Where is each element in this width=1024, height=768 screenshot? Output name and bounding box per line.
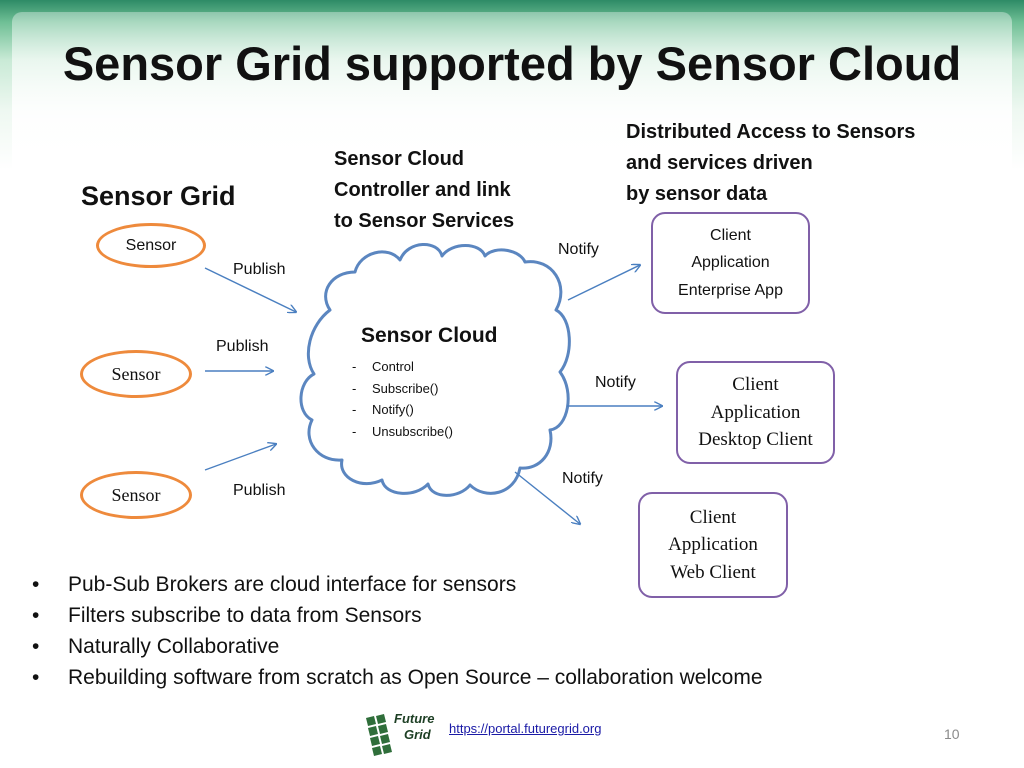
page-number: 10 [944, 726, 960, 742]
cloud-operation: Unsubscribe() [352, 421, 453, 443]
notify-label-1: Notify [558, 241, 599, 258]
slide-title: Sensor Grid supported by Sensor Cloud [62, 37, 962, 90]
logo-text-line1: Future [394, 711, 434, 726]
futuregrid-logo: Future Grid [366, 711, 434, 756]
publish-label-1: Publish [233, 261, 286, 278]
client-line: Application [691, 254, 770, 272]
bullet-list: Pub-Sub Brokers are cloud interface for … [30, 569, 763, 693]
bullet-item: Filters subscribe to data from Sensors [30, 600, 763, 631]
sensor-node-2: Sensor [80, 350, 192, 398]
client-line: Application [710, 401, 801, 423]
sensor-node-3: Sensor [80, 471, 192, 519]
distributed-access-line: and services driven [626, 152, 813, 174]
cloud-operation: Notify() [352, 399, 453, 421]
sensor-cloud-title: Sensor Cloud [361, 324, 498, 347]
bullet-item: Rebuilding software from scratch as Open… [30, 662, 763, 693]
cloud-controller-line: Controller and link [334, 179, 511, 201]
distributed-access-heading: Distributed Access to Sensors and servic… [626, 117, 966, 210]
client-line: Enterprise App [678, 281, 783, 299]
notify-label-3: Notify [562, 470, 603, 487]
logo-text-line2: Grid [404, 727, 432, 742]
publish-arrow-3 [204, 444, 276, 471]
distributed-access-line: by sensor data [626, 183, 768, 205]
notify-label-2: Notify [595, 374, 636, 391]
client-line: Desktop Client [698, 429, 813, 451]
cloud-operation: Control [352, 356, 453, 378]
client-line: Client [710, 226, 751, 244]
notify-arrow-1 [567, 265, 640, 301]
cloud-operation: Subscribe() [352, 378, 453, 400]
distributed-access-line: Distributed Access to Sensors [626, 121, 916, 143]
sensor-node-1: Sensor [96, 223, 206, 268]
publish-label-3: Publish [233, 482, 286, 499]
portal-link[interactable]: https://portal.futuregrid.org [449, 721, 602, 736]
publish-arrow-1 [204, 267, 296, 312]
cloud-controller-heading: Sensor Cloud Controller and link to Sens… [334, 144, 554, 237]
client-line: Application [668, 534, 758, 556]
publish-label-2: Publish [216, 338, 269, 355]
bullet-item: Pub-Sub Brokers are cloud interface for … [30, 569, 763, 600]
cloud-operations-list: Control Subscribe() Notify() Unsubscribe… [352, 356, 453, 442]
client-enterprise-app: Client Application Enterprise App [651, 212, 810, 314]
client-line: Client [689, 506, 737, 528]
notify-arrow-3 [514, 471, 580, 524]
client-line: Client [732, 374, 779, 396]
cloud-controller-line: to Sensor Services [334, 210, 515, 232]
bullet-item: Naturally Collaborative [30, 631, 763, 662]
sensor-grid-heading: Sensor Grid [81, 181, 236, 211]
cloud-controller-line: Sensor Cloud [334, 148, 465, 170]
client-desktop-client: Client Application Desktop Client [676, 361, 835, 464]
